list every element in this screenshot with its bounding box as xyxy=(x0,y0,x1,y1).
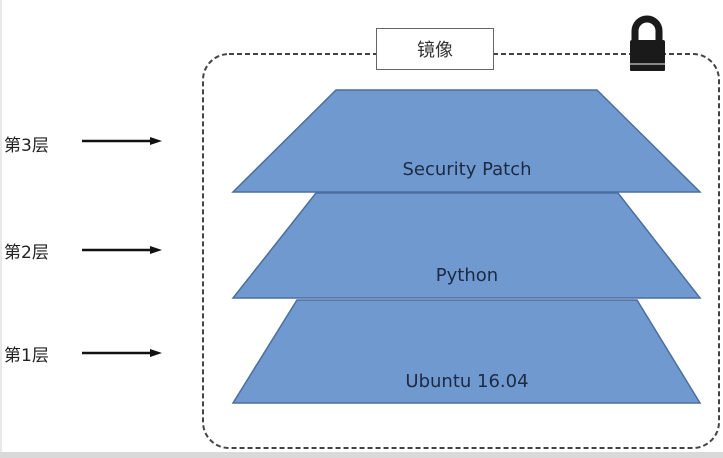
left-edge xyxy=(0,0,2,458)
image-title: 镜像 xyxy=(417,40,453,61)
layer-3-trapezoid xyxy=(231,89,702,193)
arrow-right-icon xyxy=(82,137,162,145)
layer-3-content: Security Patch xyxy=(402,159,532,180)
arrow-right-icon xyxy=(82,246,162,254)
layer-label-1: 第1层 xyxy=(4,346,49,366)
layer-1-content: Ubuntu 16.04 xyxy=(405,371,529,392)
arrow-right-icon xyxy=(82,349,162,357)
layer-2-content: Python xyxy=(435,265,499,286)
image-title-box: 镜像 xyxy=(376,28,494,70)
layer-label-3: 第3层 xyxy=(4,136,49,156)
layer-label-2: 第2层 xyxy=(4,243,49,263)
layer-2-trapezoid xyxy=(231,192,702,299)
bottom-edge xyxy=(0,452,723,458)
layer-1-trapezoid xyxy=(231,299,702,404)
lock-icon xyxy=(626,15,665,71)
